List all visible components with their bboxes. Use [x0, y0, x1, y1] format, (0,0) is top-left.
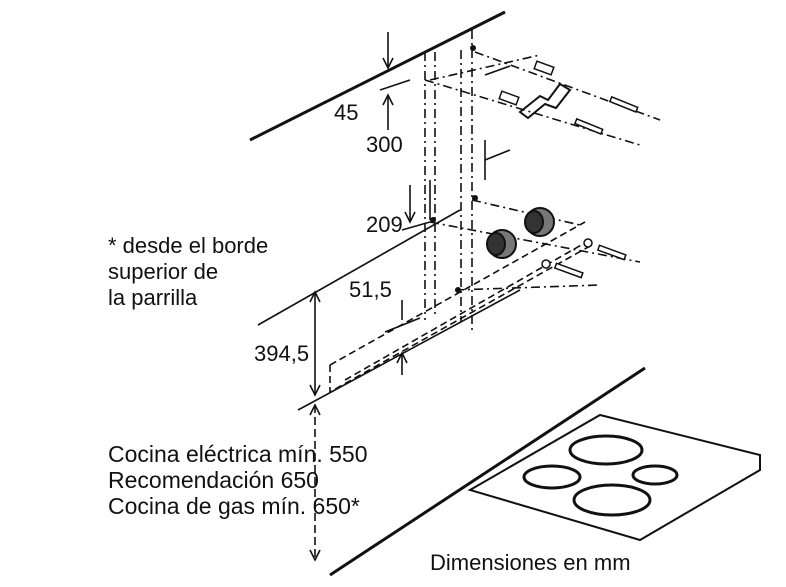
units-caption: Dimensiones en mm	[430, 550, 631, 575]
dimension-45: 45	[334, 100, 359, 125]
dimension-300: 300	[366, 132, 403, 157]
requirement-electric: Cocina eléctrica mín. 550	[108, 441, 368, 467]
burner-3	[631, 464, 679, 486]
burner-1	[568, 434, 644, 466]
hood-outline	[329, 221, 591, 394]
dowels	[486, 207, 555, 259]
screws	[498, 60, 639, 279]
burner-4	[572, 483, 652, 517]
note-line-2: superior de	[108, 259, 219, 284]
clearance-requirements: Cocina eléctrica mín. 550 Recomendación …	[108, 441, 368, 519]
wall-bracket	[518, 82, 572, 120]
burner-2	[522, 464, 582, 490]
cooktop	[467, 413, 761, 542]
dimension-51-5: 51,5	[349, 277, 392, 302]
upper-bracket-guides	[424, 51, 661, 146]
countertop-line	[329, 366, 646, 577]
mount-points	[430, 45, 478, 293]
note-line-1: * desde el borde	[108, 233, 269, 258]
hood-bottom-line	[297, 289, 521, 411]
hob-edge-note: * desde el borde superior de la parrilla	[108, 233, 268, 311]
chimney-guides	[424, 30, 473, 330]
ceiling-line	[249, 10, 506, 142]
note-line-3: la parrilla	[108, 285, 198, 310]
cooktop-top-line	[257, 209, 461, 326]
dimension-209: 209	[366, 212, 403, 237]
lower-mount-guides	[429, 199, 641, 291]
dimension-394-5: 394,5	[254, 341, 310, 366]
requirement-gas: Cocina de gas mín. 650*	[108, 493, 360, 519]
requirement-recommended: Recomendación 650	[108, 467, 319, 493]
